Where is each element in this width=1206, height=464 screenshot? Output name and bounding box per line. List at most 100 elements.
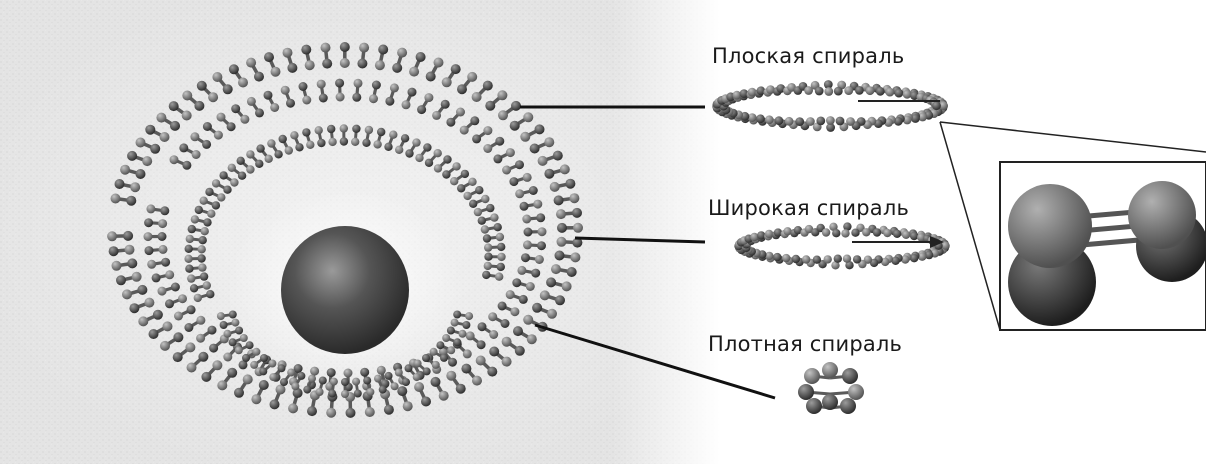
helix-bead	[201, 227, 209, 235]
helix-bead	[319, 377, 327, 385]
helix-bead	[306, 141, 314, 149]
helix-bead	[476, 356, 486, 366]
helix-bead	[555, 295, 565, 305]
helix-bead	[319, 94, 328, 103]
helix-bead	[391, 382, 399, 390]
helix-bead	[302, 96, 311, 105]
helix-bead	[841, 229, 849, 237]
helix-bead	[145, 125, 155, 135]
helix-bead	[402, 100, 411, 109]
helix-bead	[384, 143, 392, 151]
helix-bead	[378, 45, 388, 55]
helix-bead	[556, 209, 566, 219]
helix-bead	[278, 364, 286, 372]
tight-bead	[842, 368, 858, 384]
helix-bead	[554, 195, 564, 205]
helix-bead	[822, 228, 830, 236]
helix-bead	[424, 93, 433, 102]
helix-bead	[310, 367, 319, 376]
helix-bead	[227, 368, 237, 378]
helix-bead	[327, 125, 335, 133]
helix-bead	[540, 290, 550, 300]
helix-bead	[160, 132, 170, 142]
helix-bead	[414, 360, 422, 368]
bead-large-light-2	[1128, 181, 1196, 249]
helix-bead	[303, 386, 311, 394]
helix-bead	[144, 232, 153, 241]
helix-bead	[426, 72, 436, 82]
helix-bead	[523, 240, 532, 249]
helix-bead	[452, 162, 460, 170]
helix-bead	[417, 105, 426, 114]
helix-bead	[523, 315, 533, 325]
helix-bead	[194, 101, 204, 111]
helix-bead	[219, 171, 227, 179]
helix-bead	[453, 338, 461, 346]
helix-bead	[478, 322, 487, 331]
helix-bead	[472, 134, 481, 143]
helix-bead	[442, 170, 450, 178]
helix-bead	[271, 67, 281, 77]
helix-bead	[478, 217, 486, 225]
helix-bead	[450, 177, 458, 185]
helix-bead	[510, 307, 519, 316]
helix-bead	[288, 403, 298, 413]
helix-bead	[286, 99, 295, 108]
helix-bead	[498, 302, 507, 311]
helix-bead	[316, 388, 324, 396]
helix-bead	[441, 100, 450, 109]
helix-bead	[285, 146, 293, 154]
helix-bead	[397, 386, 407, 396]
helix-bead	[178, 294, 187, 303]
helix-bead	[196, 334, 205, 343]
tight-bead	[848, 384, 864, 400]
helix-bead	[423, 143, 431, 151]
helix-bead	[259, 367, 267, 375]
helix-bead	[200, 272, 208, 280]
helix-bead	[457, 184, 465, 192]
helix-bead	[165, 270, 174, 279]
helix-bead	[317, 80, 326, 89]
helix-bead	[446, 118, 455, 127]
helix-bead	[550, 182, 560, 192]
helix-bead	[280, 378, 288, 386]
helix-bead	[401, 134, 409, 142]
helix-bead	[832, 229, 840, 237]
helix-bead	[197, 254, 205, 262]
helix-bead	[495, 273, 503, 281]
helix-bead	[287, 63, 297, 73]
helix-bead	[535, 255, 544, 264]
helix-bead	[359, 43, 369, 53]
helix-bead	[895, 89, 904, 98]
helix-bead	[569, 193, 579, 203]
helix-bead	[375, 60, 385, 70]
helix-bead	[127, 258, 137, 268]
helix-bead	[506, 290, 515, 299]
tight-helix-icon	[798, 362, 864, 414]
helix-bead	[229, 338, 237, 346]
helix-bead	[526, 282, 535, 291]
helix-bead	[555, 251, 565, 261]
helix-bead	[187, 363, 197, 373]
helix-bead	[223, 186, 231, 194]
helix-bead	[487, 367, 497, 377]
helix-bead	[481, 195, 489, 203]
helix-bead	[853, 255, 861, 263]
helix-bead	[483, 144, 492, 153]
helix-bead	[205, 188, 213, 196]
helix-bead	[199, 236, 207, 244]
helix-bead	[163, 321, 173, 331]
helix-bead	[317, 139, 325, 147]
helix-bead	[179, 143, 188, 152]
helix-bead	[531, 269, 540, 278]
helix-bead	[270, 399, 280, 409]
helix-bead	[883, 229, 891, 237]
helix-bead	[374, 375, 382, 383]
helix-bead	[242, 354, 250, 362]
helix-bead	[792, 255, 800, 263]
helix-bead	[159, 245, 168, 254]
helix-bead	[223, 84, 233, 94]
helix-bead	[384, 405, 394, 415]
helix-bead	[212, 360, 222, 370]
helix-bead	[544, 169, 554, 179]
